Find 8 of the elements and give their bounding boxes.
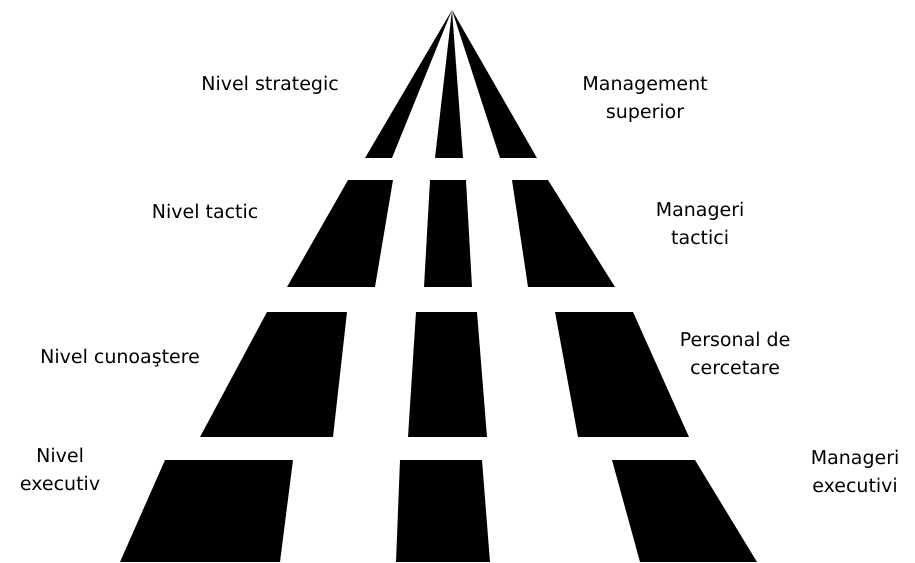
role-label: Management superior (581, 72, 709, 125)
level-label: Nivel strategic (200, 72, 340, 97)
level-label: Nivel cunoaştere (39, 345, 201, 370)
level-label: Nivel executiv (18, 444, 102, 497)
role-label: Manageri executivi (810, 446, 900, 499)
level-label: Nivel tactic (150, 200, 260, 225)
role-label: Manageri tactici (654, 198, 746, 251)
role-label: Personal de cercetare (678, 328, 792, 381)
